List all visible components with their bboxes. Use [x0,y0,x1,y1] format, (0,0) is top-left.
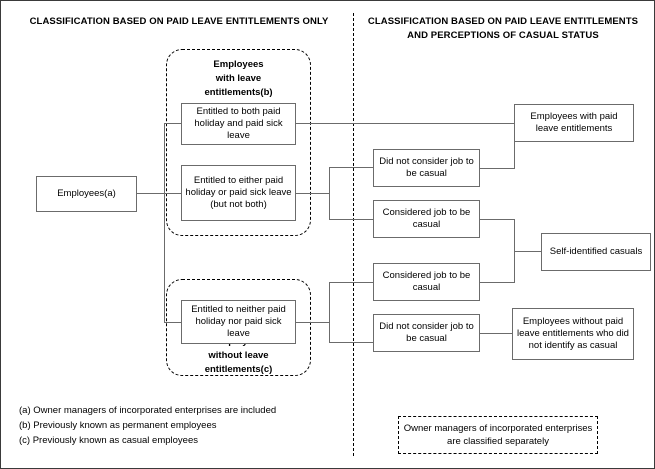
footnote-a: (a) Owner managers of incorporated enter… [19,405,277,416]
group-with-leave-label: Employees with leave entitlements(b) [166,58,311,100]
column-divider [353,13,354,456]
node-outcome-self-identified-casuals[interactable]: Self-identified casuals [541,233,651,271]
note-owner-managers: Owner managers of incorporated enterpris… [398,416,598,454]
connector-p4-to-outcome3 [480,333,512,334]
connector-source-stub [137,193,164,194]
connector-either-stub [296,193,329,194]
group-employees-with-leave [166,49,311,236]
footnote-c: (c) Previously known as casual employees [19,435,198,446]
connector-neither-to-p3 [329,282,374,283]
node-outcome-without-paid-leave-not-casual[interactable]: Employees without paid leave entitlement… [512,308,634,360]
connector-to-either [164,193,182,194]
node-perception-considered-2[interactable]: Considered job to be casual [373,263,480,301]
node-perception-did-not-consider-2[interactable]: Did not consider job to be casual [373,314,480,352]
group-with-leave-label-line1: Employees [213,59,264,70]
node-entitled-either[interactable]: Entitled to either paid holiday or paid … [181,165,296,221]
connector-p1-stub [480,168,514,169]
connector-both-to-outcome1 [296,123,514,124]
node-outcome-with-paid-leave[interactable]: Employees with paid leave entitlements [514,104,634,142]
node-entitled-both[interactable]: Entitled to both paid holiday and paid s… [181,103,296,145]
footnote-list: (a) Owner managers of incorporated enter… [19,403,337,448]
connector-neither-to-p4 [329,342,374,343]
group-with-leave-label-line3: entitlements(b) [204,87,273,98]
connector-p1-riser [514,123,515,169]
node-entitled-neither[interactable]: Entitled to neither paid holiday nor pai… [181,300,296,344]
node-perception-did-not-consider-1[interactable]: Did not consider job to be casual [373,149,480,187]
connector-neither-stub [296,322,329,323]
connector-either-trunk [329,167,330,219]
connector-to-neither [164,322,182,323]
connector-casuals-to-outcome2 [514,251,541,252]
connector-either-to-p1 [329,167,374,168]
connector-either-to-p2 [329,219,374,220]
connector-source-trunk [164,123,165,322]
connector-to-both [164,123,182,124]
connector-p2-stub [480,219,514,220]
footnote-b: (b) Previously known as permanent employ… [19,420,217,431]
connector-p3-stub [480,282,514,283]
node-employees-source[interactable]: Employees(a) [36,176,137,212]
group-without-leave-label-line3: entitlements(c) [204,364,273,375]
group-employees-without-leave [166,279,311,376]
node-perception-considered-1[interactable]: Considered job to be casual [373,200,480,238]
left-column-title: CLASSIFICATION BASED ON PAID LEAVE ENTIT… [29,16,329,27]
connector-neither-trunk [329,282,330,342]
group-without-leave-label-line2: without leave [208,350,269,361]
group-with-leave-label-line2: with leave [215,73,262,84]
right-column-title: CLASSIFICATION BASED ON PAID LEAVE ENTIT… [367,16,639,41]
